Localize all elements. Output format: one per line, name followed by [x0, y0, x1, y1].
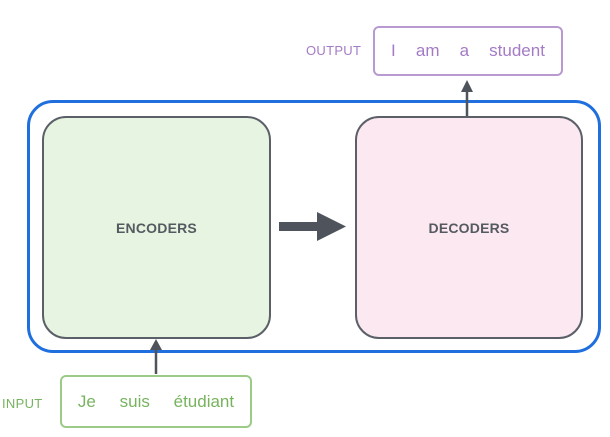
input-label: INPUT	[2, 396, 43, 411]
output-token: I	[391, 41, 396, 60]
decoders-label: DECODERS	[428, 219, 510, 236]
encoders-label: ENCODERS	[116, 219, 197, 236]
decoders-block: DECODERS	[355, 116, 583, 339]
encoders-block: ENCODERS	[42, 116, 271, 339]
output-token: student	[489, 41, 545, 60]
output-token-box: I am a student	[373, 26, 563, 76]
input-token: Je	[77, 391, 96, 411]
output-token: a	[459, 41, 470, 60]
output-token: am	[415, 41, 440, 60]
input-token: suis	[119, 391, 150, 411]
input-token-box: Je suis étudiant	[60, 375, 252, 428]
model-container	[27, 100, 601, 353]
output-label: OUTPUT	[306, 43, 362, 58]
input-token: étudiant	[173, 391, 235, 411]
